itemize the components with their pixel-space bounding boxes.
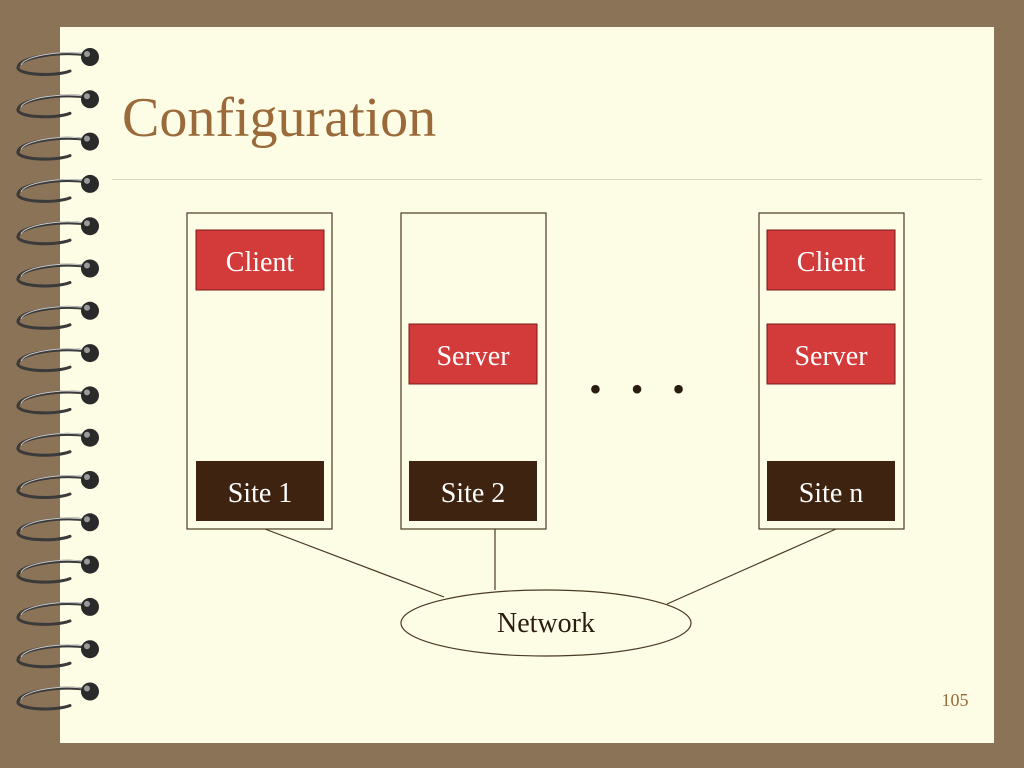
binding-ring bbox=[16, 48, 99, 76]
binding-ring bbox=[16, 428, 99, 457]
site-n-server-box bbox=[766, 323, 896, 385]
site-n-client-box bbox=[766, 229, 896, 291]
spiral-binding-icon bbox=[16, 48, 99, 711]
binding-ring bbox=[16, 217, 99, 246]
site-2-base bbox=[409, 461, 537, 521]
network-group: Network bbox=[400, 589, 692, 657]
binding-ring bbox=[16, 640, 99, 669]
site-2-group: Server Site 2 bbox=[400, 212, 547, 530]
site-1-base bbox=[196, 461, 324, 521]
site-1-label: Site 1 bbox=[228, 478, 293, 509]
site-n-label: Site n bbox=[799, 478, 864, 509]
site-1-client-label: Client bbox=[226, 247, 295, 278]
network-label: Network bbox=[497, 608, 595, 639]
link-site-n-network bbox=[666, 528, 837, 605]
slide-title: Configuration bbox=[122, 87, 437, 149]
binding-ring bbox=[16, 555, 99, 584]
site-n-group: Client Server Site n bbox=[758, 212, 905, 530]
binding-ring bbox=[16, 344, 99, 373]
title-divider bbox=[112, 179, 982, 180]
site-n-client-label: Client bbox=[797, 247, 866, 278]
binding-ring bbox=[16, 132, 99, 161]
site-2-label: Site 2 bbox=[441, 478, 506, 509]
binding-ring bbox=[16, 259, 99, 288]
site-1-client-box bbox=[195, 229, 325, 291]
binding-ring bbox=[16, 90, 99, 119]
binding-ring bbox=[16, 682, 99, 711]
site-n-server-label: Server bbox=[794, 341, 868, 372]
site-1-group: Client Site 1 bbox=[186, 212, 333, 530]
binding-ring bbox=[16, 301, 99, 330]
binding-ring bbox=[16, 174, 99, 203]
site-2-server-box bbox=[408, 323, 538, 385]
binding-ring bbox=[16, 597, 99, 626]
ellipsis: • • • bbox=[589, 369, 695, 409]
page-number: 105 bbox=[941, 690, 969, 710]
link-site-1-network bbox=[264, 528, 445, 598]
site-n-base bbox=[767, 461, 895, 521]
binding-ring bbox=[16, 471, 99, 499]
site-2-server-label: Server bbox=[436, 341, 510, 372]
binding-ring bbox=[16, 513, 99, 542]
binding-ring bbox=[16, 386, 99, 415]
network-ellipse bbox=[400, 589, 692, 657]
